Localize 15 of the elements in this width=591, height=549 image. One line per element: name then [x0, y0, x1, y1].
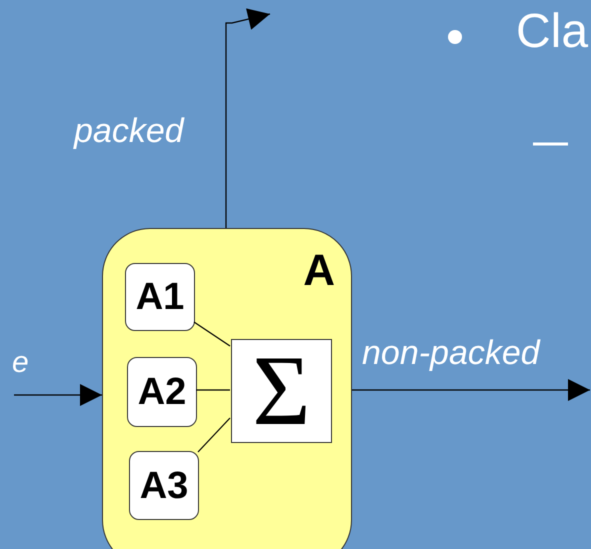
submodule-box: A1 — [125, 263, 195, 331]
arrow — [352, 379, 590, 401]
arrow — [225, 8, 270, 228]
edge-label: non-packed — [362, 336, 540, 370]
sum-box: Σ — [231, 339, 332, 443]
connector-line — [194, 322, 230, 346]
module-box: A A1 A2 A3 Σ — [102, 228, 352, 549]
connector-line — [196, 389, 230, 391]
submodule-box: A2 — [127, 357, 197, 427]
edge-label: e — [12, 348, 29, 378]
connector-line — [198, 418, 230, 452]
edge-label: packed — [74, 114, 184, 148]
arrow — [14, 384, 102, 406]
submodule-box: A3 — [129, 451, 199, 520]
bullet-text: Cla — [516, 8, 588, 56]
